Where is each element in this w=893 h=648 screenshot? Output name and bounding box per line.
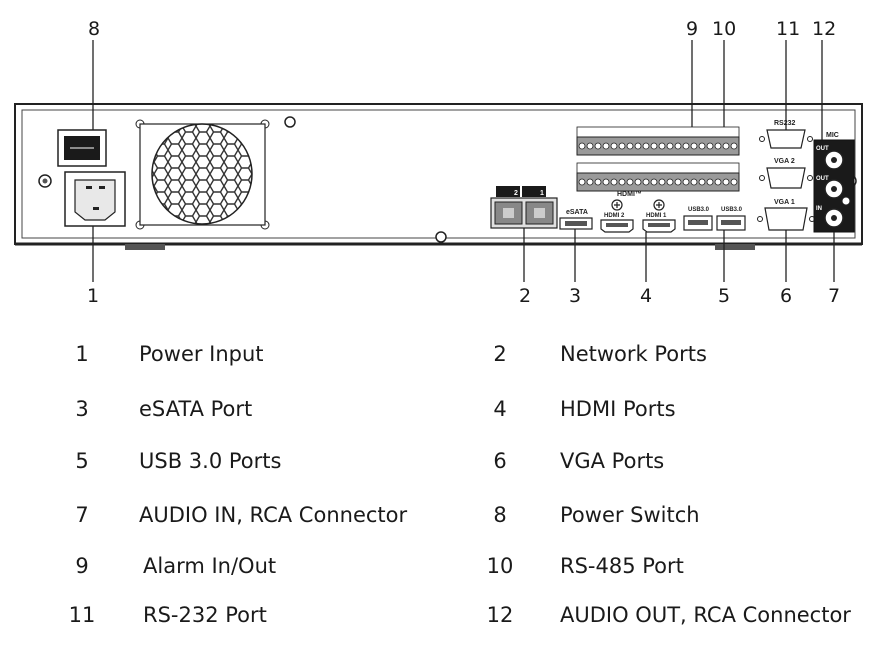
callout-12: 12 [812, 18, 836, 40]
hdmi-logo-label: HDMI™ [617, 191, 642, 198]
esata-label: eSATA [566, 209, 588, 216]
hdmi-1-label: HDMI 1 [646, 213, 667, 219]
legend-number: 2 [493, 342, 507, 366]
fan-vent [139, 123, 266, 226]
callout-8: 8 [88, 18, 100, 40]
legend-label: AUDIO OUT, RCA Connector [560, 603, 851, 627]
lan-1-label: 1 [540, 190, 544, 197]
legend-label: RS-232 Port [143, 603, 267, 627]
legend-number: 5 [75, 449, 89, 473]
legend-label: VGA Ports [560, 449, 665, 473]
legend-number: 9 [75, 554, 89, 578]
callout-1: 1 [87, 285, 99, 307]
legend-number: 8 [493, 503, 507, 527]
audio-rca-panel: MIC OUT OUT IN [813, 132, 855, 233]
rear-panel-diagram: 2 1 eSATA HDMI™ HDMI 2 HDMI 1 [14, 18, 863, 307]
in-label: IN [816, 206, 822, 212]
legend-label: USB 3.0 Ports [139, 449, 282, 473]
callout-7: 7 [828, 285, 840, 307]
hdmi-2-label: HDMI 2 [604, 213, 625, 219]
callout-3: 3 [569, 285, 581, 307]
legend-label: Alarm In/Out [143, 554, 277, 578]
mic-label: MIC [826, 132, 839, 139]
callout-6: 6 [780, 285, 792, 307]
out-2-label: OUT [816, 146, 829, 152]
hdmi-ports: HDMI™ HDMI 2 HDMI 1 [600, 191, 676, 233]
legend-number: 10 [486, 554, 514, 578]
legend-label: RS-485 Port [560, 554, 684, 578]
rs232-vga-ports: RS232 VGA 2 VGA 1 [757, 120, 815, 231]
legend-table: 1 Power Input 2 Network Ports 3 eSATA Po… [0, 330, 893, 640]
legend-label: eSATA Port [139, 397, 253, 421]
legend-number: 6 [493, 449, 507, 473]
usb-b-label: USB3.0 [721, 207, 743, 213]
usb-a-label: USB3.0 [688, 207, 710, 213]
callout-9: 9 [686, 18, 698, 40]
callout-4: 4 [640, 285, 652, 307]
leader-lines [92, 40, 835, 282]
legend-label: Network Ports [560, 342, 707, 366]
out-1-label: OUT [816, 176, 829, 182]
callout-numbers: 8 9 10 11 12 1 2 3 4 5 6 7 [87, 18, 840, 307]
callout-2: 2 [519, 285, 531, 307]
legend-label: Power Switch [560, 503, 700, 527]
power-switch [57, 129, 107, 167]
network-ports: 2 1 [490, 186, 558, 229]
legend-label: Power Input [139, 342, 264, 366]
legend-number: 3 [75, 397, 89, 421]
legend-label: HDMI Ports [560, 397, 676, 421]
vga-1-label: VGA 1 [774, 199, 795, 206]
usb-ports: USB3.0 USB3.0 [683, 207, 746, 231]
vga-2-label: VGA 2 [774, 158, 795, 165]
callout-5: 5 [718, 285, 730, 307]
power-input-socket [64, 171, 126, 227]
rs232-label: RS232 [774, 120, 796, 127]
callout-11: 11 [776, 18, 800, 40]
legend-number: 11 [68, 603, 96, 627]
esata-port: eSATA [559, 209, 593, 230]
callout-10: 10 [712, 18, 736, 40]
legend-number: 4 [493, 397, 507, 421]
legend-label: AUDIO IN, RCA Connector [139, 503, 408, 527]
alarm-terminal-block [576, 126, 740, 192]
legend-number: 12 [486, 603, 514, 627]
legend-number: 1 [75, 342, 89, 366]
lan-2-label: 2 [514, 190, 518, 197]
legend-number: 7 [75, 503, 89, 527]
